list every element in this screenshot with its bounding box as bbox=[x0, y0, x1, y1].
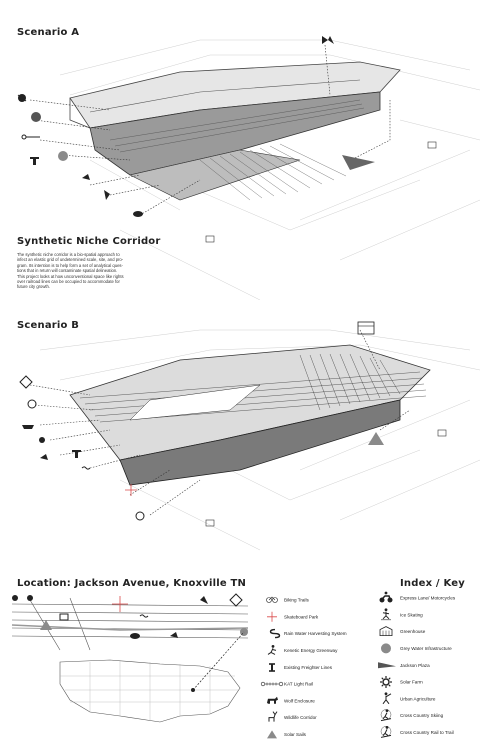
key-label: Express Lane/ Motorcycles bbox=[400, 596, 456, 601]
skier-icon bbox=[380, 709, 392, 722]
key-label: Rain Water Harvesting System bbox=[284, 631, 347, 636]
synthetic-line: over railroad lines can be occupied to a… bbox=[17, 279, 120, 285]
key-label: Cross Country Skiing bbox=[400, 713, 444, 718]
scenario-a-title: Scenario A bbox=[17, 27, 80, 38]
synthetic-line: infect an elastic grid of undetermined s… bbox=[17, 257, 124, 263]
key-label: Grey Water Infrastructure bbox=[400, 646, 452, 651]
scenario-a-diagram bbox=[17, 36, 481, 300]
rail-icon bbox=[269, 663, 275, 672]
key-label: Ice Skating bbox=[400, 612, 423, 617]
key-label: Solar Farm bbox=[400, 680, 423, 685]
synthetic-title: Synthetic Niche Corridor bbox=[17, 236, 161, 247]
key-label: Kenetic Energy Greenway bbox=[284, 648, 338, 653]
key-label: KAT Light Rail bbox=[284, 682, 313, 687]
skater-icon bbox=[381, 608, 391, 621]
s-curve-icon bbox=[269, 628, 281, 639]
deer-icon bbox=[268, 711, 278, 722]
greenhouse-icon bbox=[379, 626, 393, 636]
key-label: Existing Freighter Lines bbox=[284, 665, 333, 670]
key-label: Skateboard Park bbox=[284, 614, 319, 619]
key-label: Urban Agriculture bbox=[400, 696, 436, 701]
circle-icon bbox=[381, 643, 391, 654]
skier-icon bbox=[380, 726, 392, 738]
motorcycle-icon bbox=[379, 591, 393, 603]
key-label: Wildlife Corridor bbox=[284, 715, 317, 720]
synthetic-line: gram. Its intention is to help form a se… bbox=[17, 262, 123, 268]
location-title: Location: Jackson Avenue, Knoxville TN bbox=[17, 578, 247, 589]
scenario-b-title: Scenario B bbox=[17, 320, 80, 331]
synthetic-line: The synthetic niche corridor is a bio-sp… bbox=[17, 252, 120, 257]
synthetic-line: tions that in return will contaminate sp… bbox=[17, 268, 118, 274]
cross-icon bbox=[267, 611, 277, 622]
wolf-icon bbox=[267, 696, 278, 704]
farmer-icon bbox=[382, 692, 392, 705]
runner-icon bbox=[267, 645, 277, 655]
key-label: Jackson Plaza bbox=[400, 663, 430, 668]
key-label: Greenhouse bbox=[400, 629, 426, 634]
wedge-icon bbox=[378, 662, 396, 669]
synthetic-line: This project looks at how unconventional… bbox=[17, 273, 124, 279]
synthetic-paragraph: The synthetic niche corridor is a bio-sp… bbox=[17, 252, 187, 290]
synthetic-line: future city growth. bbox=[17, 284, 51, 290]
key-title: Index / Key bbox=[400, 578, 465, 589]
train-icon bbox=[260, 681, 284, 687]
key-label: Solar Sails bbox=[284, 732, 307, 737]
key-label: Biking Trails bbox=[284, 598, 309, 603]
key-label: Wolf Enclosure bbox=[284, 698, 315, 703]
sun-icon bbox=[380, 676, 392, 688]
key-label: Cross Country Rail to Trail bbox=[400, 730, 454, 735]
bicycle-icon bbox=[266, 596, 278, 603]
triangle-icon bbox=[267, 730, 277, 739]
